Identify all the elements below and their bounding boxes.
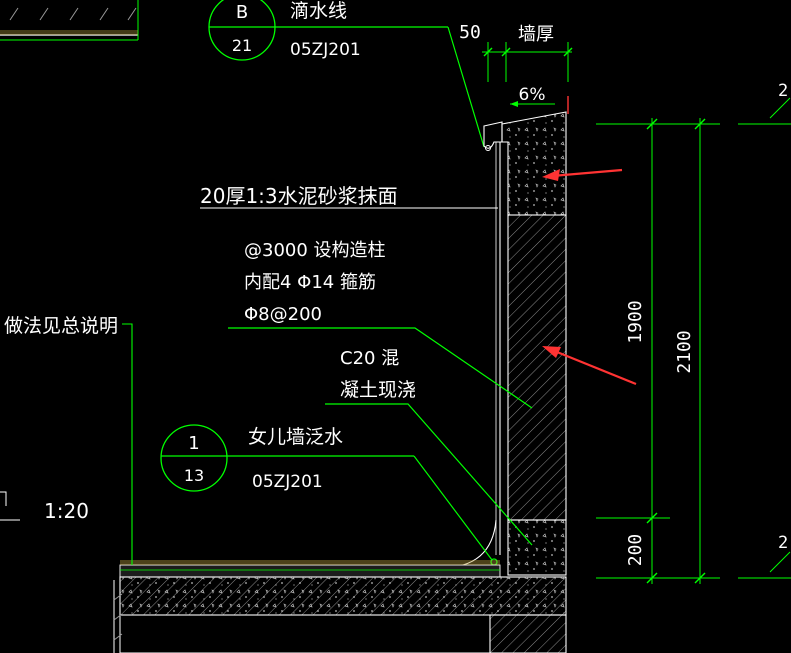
edge-number-bottom: 2 <box>778 533 788 553</box>
callout-top-letter: B <box>236 2 248 23</box>
masonry-wall <box>507 214 567 521</box>
callout-top-code: 05ZJ201 <box>290 40 361 60</box>
callout-bottom-code: 05ZJ201 <box>252 472 323 492</box>
annotation-arrows <box>542 168 637 386</box>
dim-slope: 6% <box>519 85 546 105</box>
note-column-line3: Φ8@200 <box>244 304 322 325</box>
note-constructional-column: @3000 设构造柱 内配4 Φ14 箍筋 Φ8@200 <box>228 240 533 409</box>
callout-symbol-bottom <box>160 424 228 492</box>
callout-top-title: 滴水线 <box>290 0 347 22</box>
note-column-line1: @3000 设构造柱 <box>244 240 386 261</box>
roof-waterproof-layer <box>119 564 501 578</box>
note-concrete-line2: 凝土现浇 <box>340 379 416 401</box>
callout-drip-line: B 21 滴水线 05ZJ201 <box>208 0 485 148</box>
left-notes: 做法见总说明 1:20 <box>0 315 133 565</box>
parapet-section <box>113 111 567 653</box>
note-concrete: C20 混 凝土现浇 <box>325 348 533 546</box>
lower-wall <box>489 614 567 653</box>
neighbor-detail-top-left <box>0 0 139 41</box>
callout-bottom-title: 女儿墙泛水 <box>248 426 343 448</box>
dim-height-total: 2100 <box>674 330 695 373</box>
drip-nose <box>483 121 503 149</box>
top-dimensions: 50 墙厚 6% <box>459 22 573 114</box>
dim-height-upper: 1900 <box>625 300 646 343</box>
callout-flashing: 1 13 女儿墙泛水 05ZJ201 <box>160 424 493 561</box>
note-method: 做法见总说明 <box>4 315 118 337</box>
dim-height-lower: 200 <box>625 534 646 567</box>
edge-number-top: 2 <box>778 81 788 101</box>
coping-concrete <box>501 111 567 216</box>
note-mortar: 20厚1:3水泥砂浆抹面 <box>200 184 498 209</box>
right-dimensions: 1900 2100 200 <box>596 118 720 584</box>
callout-bottom-number: 1 <box>188 433 199 454</box>
note-scale: 1:20 <box>44 499 89 523</box>
note-column-line2: 内配4 Φ14 箍筋 <box>244 272 376 293</box>
dim-wall-thickness: 墙厚 <box>518 24 554 45</box>
callout-top-sheet: 21 <box>232 36 252 55</box>
callout-bottom-sheet: 13 <box>184 466 204 485</box>
neighbor-detail-right: 2 2 <box>738 81 791 579</box>
note-mortar-text: 20厚1:3水泥砂浆抹面 <box>200 184 398 208</box>
dim-drip-width: 50 <box>459 22 481 43</box>
note-concrete-line1: C20 混 <box>340 348 399 369</box>
